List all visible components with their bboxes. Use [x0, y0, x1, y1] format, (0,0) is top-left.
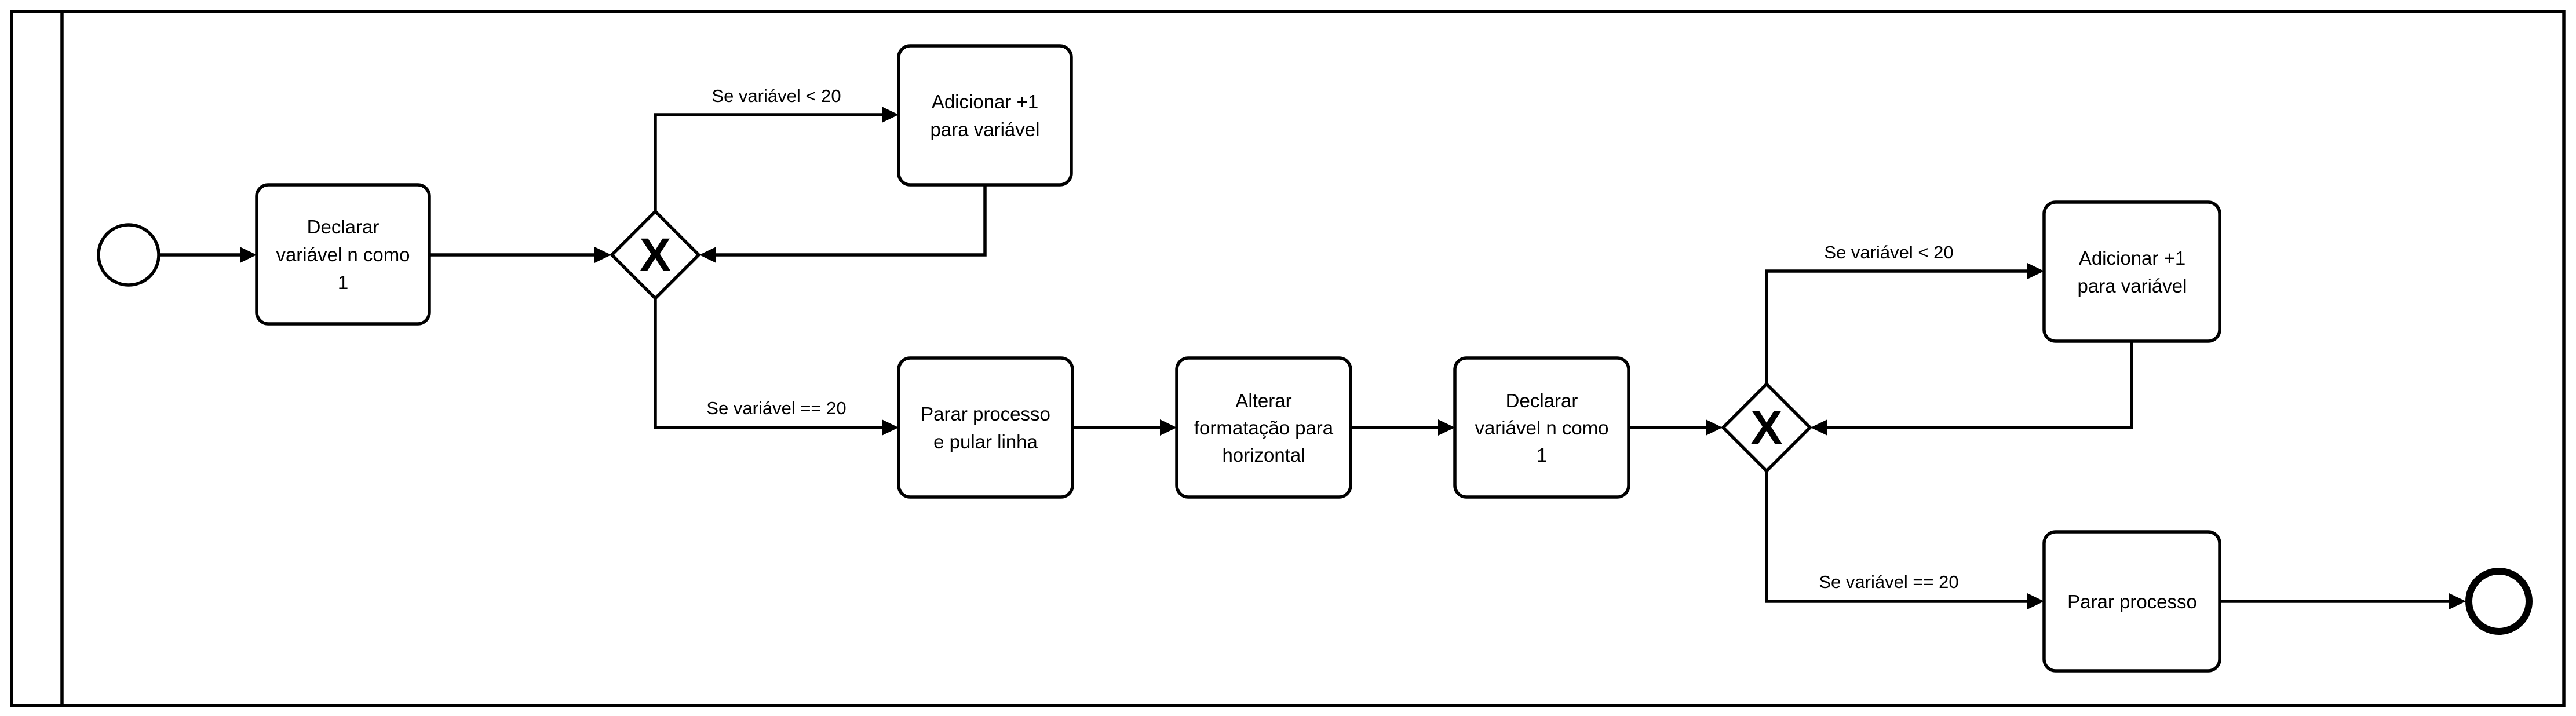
edge-labels: Se variável < 20 Se variável == 20 Se va… [706, 86, 1958, 592]
exclusive-gateway-1[interactable]: X [610, 209, 701, 301]
task-label: 1 [1537, 444, 1547, 466]
task-adicionar-1-top[interactable]: Adicionar +1 para variável [897, 44, 1073, 187]
task-declarar-variavel-2[interactable]: Declarar variável n como 1 [1453, 356, 1630, 499]
arrowhead [1438, 419, 1455, 436]
task-box[interactable] [1175, 356, 1352, 499]
gateway-x-icon: X [1751, 401, 1783, 454]
task-label: formatação para [1194, 417, 1334, 439]
task-declarar-variavel-1[interactable]: Declarar variável n como 1 [255, 183, 431, 326]
arrowhead [594, 247, 611, 263]
arrowhead [1811, 419, 1827, 436]
arrowhead [2027, 593, 2044, 609]
task-adicionar-1-bottom[interactable]: Adicionar +1 para variável [2042, 200, 2221, 343]
edge-label-gateway1-bottom: Se variável == 20 [706, 398, 846, 418]
task-label: Declarar [307, 216, 380, 238]
task-label: variável n como [1475, 417, 1608, 439]
sequence-flows [160, 107, 2466, 609]
task-alterar-formatacao[interactable]: Alterar formatação para horizontal [1175, 356, 1352, 499]
task-label: Declarar [1506, 390, 1578, 411]
arrowhead [2027, 263, 2044, 279]
arrowhead [882, 107, 899, 123]
task-box[interactable] [255, 183, 431, 326]
task-parar-processo-pular-linha[interactable]: Parar processo e pular linha [897, 356, 1074, 499]
task-label: Adicionar +1 [932, 91, 1038, 112]
task-label: variável n como [276, 244, 410, 265]
arrowhead [1706, 419, 1723, 436]
task-box[interactable] [2042, 530, 2221, 673]
arrowhead [882, 419, 899, 436]
arrowhead [240, 247, 257, 263]
flow-gateway1-to-task2 [654, 113, 885, 211]
task-label: 1 [338, 272, 348, 293]
edge-label-gateway1-top: Se variável < 20 [711, 86, 841, 106]
gateway-diamond[interactable] [1721, 382, 1812, 473]
flow-task2-to-gateway1 [713, 185, 987, 257]
flow-gateway2-to-task7 [1765, 471, 2031, 603]
flow-gateway2-to-task6 [1765, 269, 2031, 384]
arrowhead [699, 247, 716, 263]
task-box[interactable] [897, 356, 1074, 499]
gateway-x-icon: X [640, 229, 672, 282]
exclusive-gateway-2[interactable]: X [1721, 382, 1812, 473]
end-event[interactable] [2465, 568, 2533, 635]
start-event[interactable] [97, 223, 160, 287]
gateway-diamond[interactable] [610, 209, 701, 301]
task-label: Alterar [1235, 390, 1291, 411]
task-parar-processo[interactable]: Parar processo [2042, 530, 2221, 673]
task-box[interactable] [2042, 200, 2221, 343]
task-label: para variável [931, 119, 1040, 140]
task-label: para variável [2078, 275, 2187, 297]
edge-label-gateway2-top: Se variável < 20 [1824, 242, 1953, 262]
task-label: Adicionar +1 [2079, 247, 2185, 269]
flow-gateway1-to-task3 [654, 298, 885, 429]
task-box[interactable] [897, 44, 1073, 187]
flow-task6-to-gateway2 [1824, 341, 2133, 429]
edge-label-gateway2-bottom: Se variável == 20 [1819, 572, 1958, 592]
task-label: Parar processo [921, 403, 1050, 425]
task-box[interactable] [1453, 356, 1630, 499]
arrowhead [2449, 593, 2466, 609]
task-label: horizontal [1222, 444, 1305, 466]
task-label: Parar processo [2067, 591, 2197, 612]
arrowhead [1160, 419, 1177, 436]
task-label: e pular linha [933, 431, 1038, 452]
